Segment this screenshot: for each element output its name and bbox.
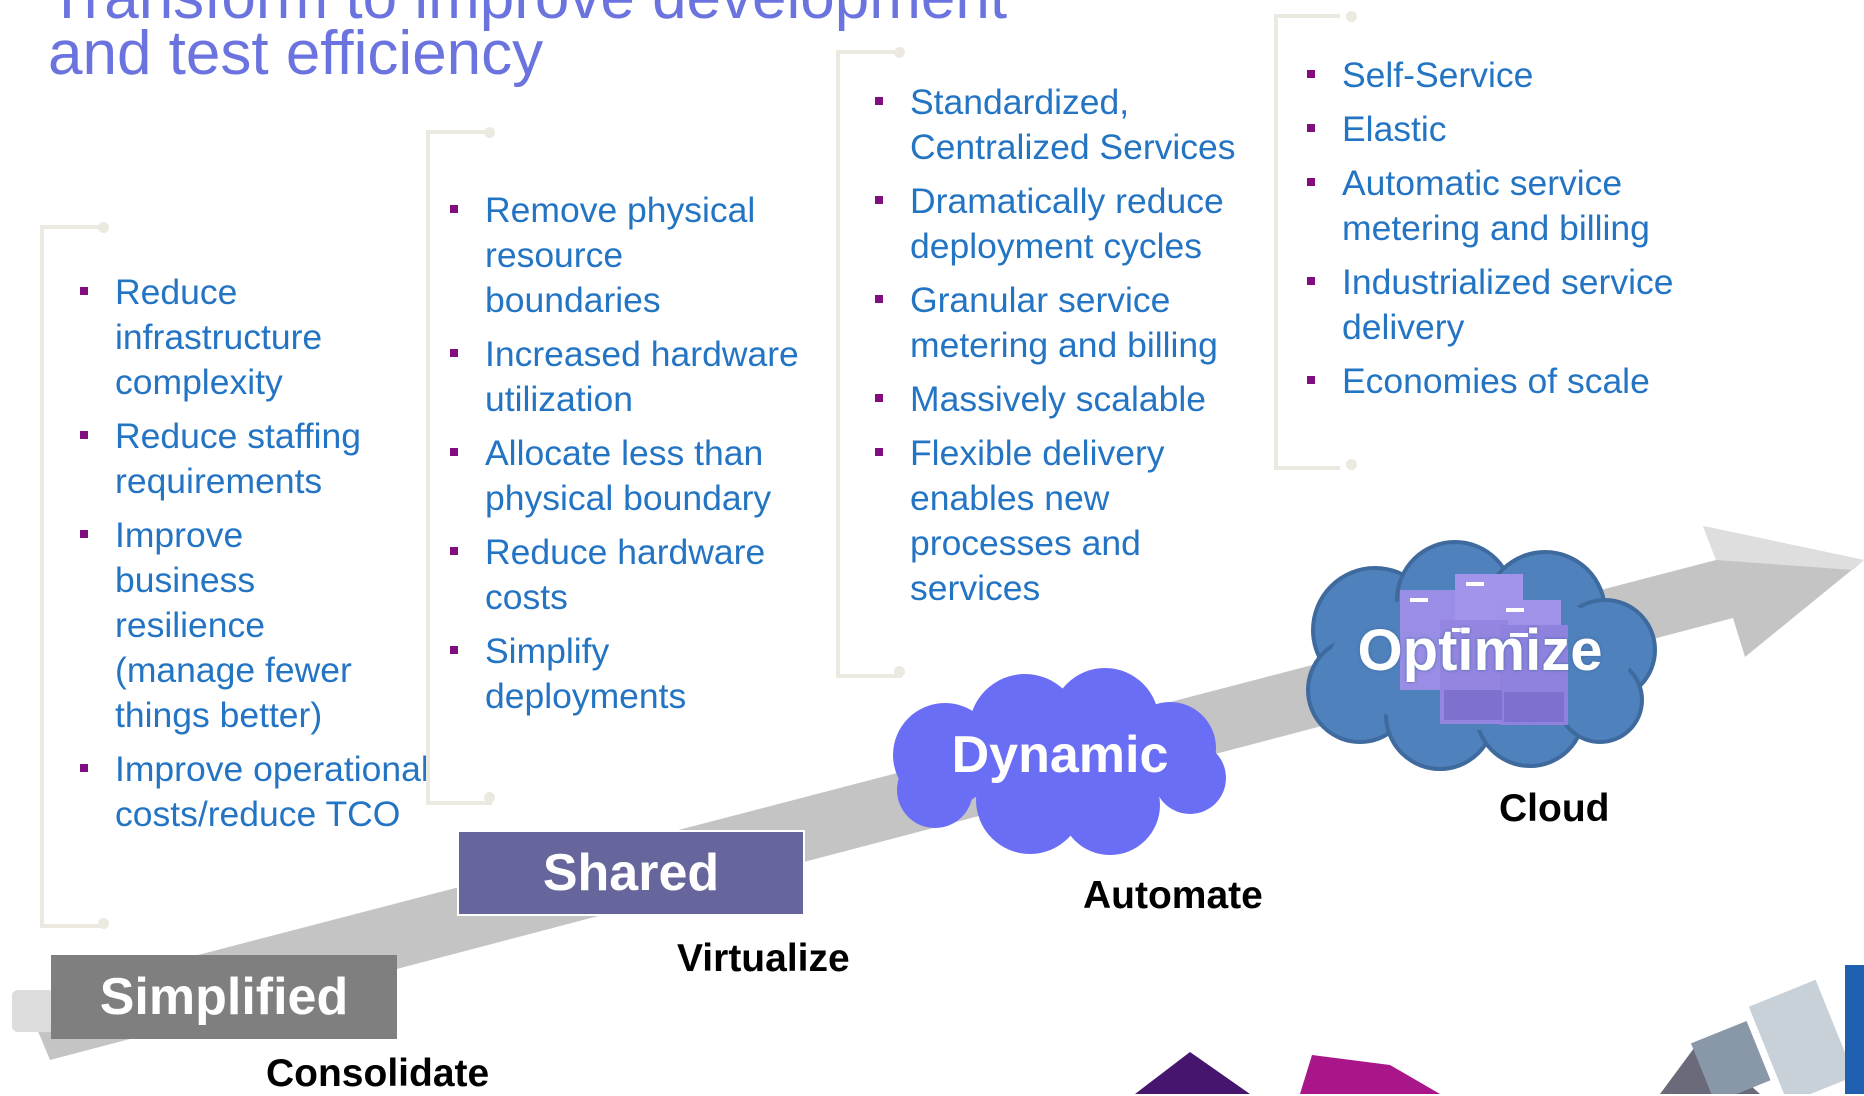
list-item: Allocate less than physical boundary xyxy=(449,431,785,521)
list-item: Reduce staffing requirements xyxy=(79,414,429,504)
stage-cloud-word: Cloud xyxy=(1499,787,1610,830)
list-item: Dramatically reduce deployment cycles xyxy=(874,179,1255,269)
dynamic-cloud xyxy=(893,668,1226,855)
list-item: Massively scalable xyxy=(874,377,1274,422)
list-item: Reduce hardware costs xyxy=(449,530,805,620)
list-item: Automatic service metering and billing xyxy=(1306,161,1687,251)
title-line-1: Transform to improve development xyxy=(48,0,1007,29)
bracket-dot xyxy=(1346,459,1357,470)
server-rack-icon xyxy=(1400,574,1568,725)
column-3-list: Standardized, Centralized Services Drama… xyxy=(874,80,1274,620)
bracket-column-3 xyxy=(836,50,902,678)
bracket-dot xyxy=(1346,11,1357,22)
list-item: Reduce infrastructure complexity xyxy=(79,270,429,405)
bracket-dot xyxy=(894,666,905,677)
bracket-dot xyxy=(98,918,109,929)
list-item: Industrialized service delivery xyxy=(1306,260,1702,350)
stage-virtualize-word: Virtualize xyxy=(677,937,850,980)
list-item: Improve business resilience (manage fewe… xyxy=(79,513,385,738)
list-item: Self-Service xyxy=(1306,53,1726,98)
stage-optimize-label: Optimize xyxy=(1357,617,1603,683)
stage-automate-word: Automate xyxy=(1083,874,1263,917)
list-item: Simplify deployments xyxy=(449,629,735,719)
list-item: Flexible delivery enables new processes … xyxy=(874,431,1200,611)
list-item: Granular service metering and billing xyxy=(874,278,1255,368)
bracket-column-4 xyxy=(1274,14,1340,470)
bracket-dot xyxy=(894,47,905,58)
list-item: Improve operational costs/reduce TCO xyxy=(79,747,429,837)
optimize-cloud xyxy=(1306,540,1657,771)
list-item: Economies of scale xyxy=(1306,359,1726,404)
title-line-2: and test efficiency xyxy=(48,19,544,88)
column-1-list: Reduce infrastructure complexity Reduce … xyxy=(79,270,429,846)
list-item: Increased hardware utilization xyxy=(449,332,829,422)
arrow-tail xyxy=(12,990,54,1032)
bracket-dot xyxy=(484,792,495,803)
list-item: Standardized, Centralized Services xyxy=(874,80,1255,170)
bracket-dot xyxy=(484,127,495,138)
list-item: Remove physical resource boundaries xyxy=(449,188,775,323)
bracket-column-1 xyxy=(40,225,106,928)
stage-simplified-label: Simplified xyxy=(51,955,397,1039)
bracket-column-2 xyxy=(426,130,492,805)
list-item: Elastic xyxy=(1306,107,1726,152)
stage-shared-label: Shared xyxy=(457,830,805,916)
bracket-dot xyxy=(98,222,109,233)
stage-dynamic-label: Dynamic xyxy=(951,726,1169,784)
column-4-list: Self-Service Elastic Automatic service m… xyxy=(1306,53,1726,413)
corner-decoration xyxy=(1135,965,1864,1094)
column-2-list: Remove physical resource boundaries Incr… xyxy=(449,188,829,728)
stage-consolidate-word: Consolidate xyxy=(266,1052,490,1095)
